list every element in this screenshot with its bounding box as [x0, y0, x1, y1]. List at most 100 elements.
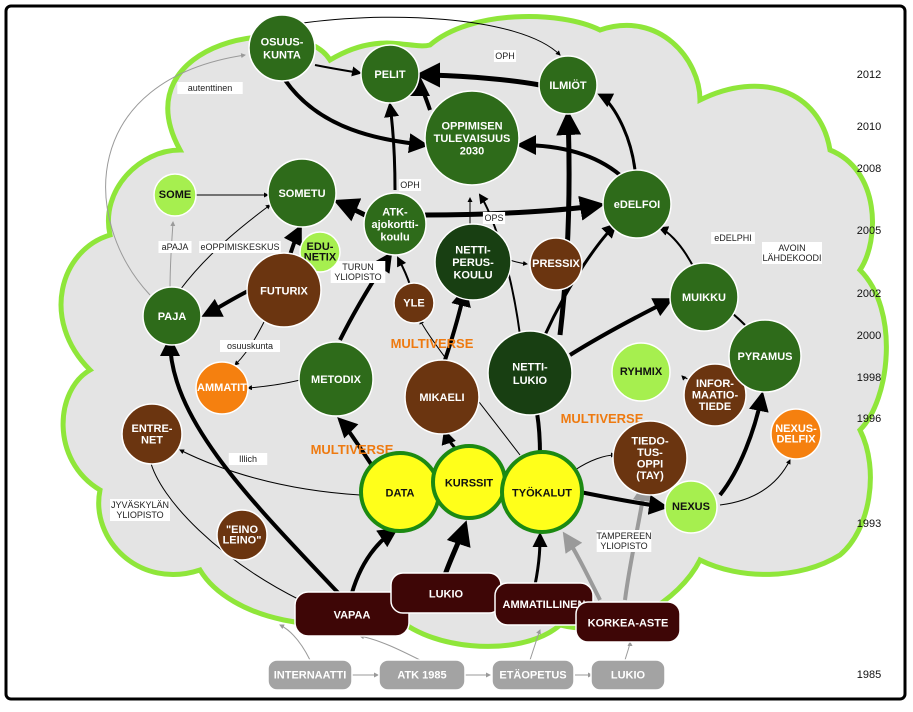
muikku-circle [669, 262, 739, 332]
node-lukio[interactable]: LUKIO [390, 572, 502, 614]
node-ryhmix[interactable]: RYHMIX [611, 342, 671, 402]
node-ammatit[interactable]: AMMATIT [195, 361, 249, 415]
node-lukio1985[interactable]: LUKIO [590, 659, 666, 691]
node-edelfoi[interactable]: eDELFOI [602, 169, 672, 239]
year-1998: 1998 [857, 372, 881, 384]
lukio1985-label: LUKIO [611, 670, 646, 682]
nexusdelfix-circle [770, 408, 822, 460]
internaatti-label: INTERNAATTI [274, 670, 347, 682]
edelfoi-circle [602, 169, 672, 239]
edge-futurix-sometu [283, 224, 302, 256]
yle-circle [393, 282, 435, 324]
node-atk1985[interactable]: ATK 1985 [378, 659, 466, 691]
node-informaatio[interactable]: INFOR-MAATIO-TIEDE [683, 363, 747, 427]
node-vapaa[interactable]: VAPAA [294, 591, 410, 637]
node-nexusdelfix[interactable]: NEXUS-DELFIX [770, 408, 822, 460]
node-pyramus[interactable]: PYRAMUS [728, 319, 802, 393]
einoleino-circle [216, 509, 268, 561]
yle-label: YLE [403, 298, 424, 310]
year-1993: 1993 [857, 518, 881, 530]
node-yle[interactable]: YLE [393, 282, 435, 324]
edge-etaopetus-ammatillinen [529, 629, 541, 661]
tiedotus-label: TIEDO-TUS-OPPI(TAY) [631, 435, 669, 482]
svg-text:eDELPHI: eDELPHI [714, 233, 752, 243]
edge-tyokalut-tiedotus [574, 452, 616, 471]
node-some[interactable]: SOME [153, 173, 197, 217]
node-pelit[interactable]: PELIT [360, 44, 420, 104]
pyramus-label: PYRAMUS [737, 351, 792, 363]
edge-label-autenttinen: autenttinen [177, 82, 243, 94]
year-1985: 1985 [857, 669, 881, 681]
multiverse-label-2: MULTIVERSE [561, 411, 644, 426]
edge-yle-atk [397, 256, 411, 286]
node-pressix[interactable]: PRESSIX [529, 237, 583, 291]
vapaa-pill [294, 591, 410, 637]
edge-edelfoi-ilmiot [597, 93, 637, 171]
node-tyokalut[interactable]: TYÖKALUT [500, 450, 584, 534]
internaatti-pill [267, 659, 353, 691]
node-tiedotus[interactable]: TIEDO-TUS-OPPI(TAY) [612, 420, 688, 496]
nettiperus-label: NETTI-PERUS-KOULU [452, 244, 494, 281]
mikaeli-label: MIKAELI [419, 392, 464, 404]
edge-osuuskunta-oppimisen [283, 78, 429, 154]
ryhmix-label: RYHMIX [620, 366, 663, 378]
node-ilmiot[interactable]: ILMIÖT [538, 55, 598, 115]
edge-osuuskunta-pelit [314, 64, 362, 77]
edge-paja-osuuskunta [105, 53, 246, 296]
edge-label-illich: Illich [228, 453, 268, 465]
year-2005: 2005 [857, 225, 881, 237]
node-kurssit[interactable]: KURSSIT [431, 444, 507, 520]
node-nettilukio[interactable]: NETTI-LUKIO [487, 330, 573, 416]
year-2012: 2012 [857, 69, 881, 81]
node-muikku[interactable]: MUIKKU [669, 262, 739, 332]
node-metodix[interactable]: METODIX [298, 341, 374, 417]
edge-label-ops: OPS [482, 212, 506, 224]
edge-label-osuuskunta: osuuskunta [220, 340, 280, 352]
node-internaatti[interactable]: INTERNAATTI [267, 659, 353, 691]
node-osuuskunta[interactable]: OSUUS-KUNTA [248, 14, 316, 82]
osuuskunta-circle [248, 14, 316, 82]
nettiperus-circle [434, 223, 512, 301]
edge-muikku-edelfoi [658, 226, 696, 271]
node-sometu[interactable]: SOMETU [267, 158, 337, 228]
edge-lukio-kurssit [442, 520, 471, 576]
edge-metodix-atk [338, 251, 393, 341]
edge-lukio1985-korkea [624, 641, 633, 661]
node-korkeaaste[interactable]: KORKEA-ASTE [575, 601, 681, 643]
node-entrenet[interactable]: ENTRE-NET [121, 403, 183, 465]
some-label: SOME [159, 189, 191, 201]
node-edunetix[interactable]: EDU-NETIX [299, 231, 341, 273]
node-mikaeli[interactable]: MIKAELI [404, 359, 480, 435]
node-atk[interactable]: ATK-ajokortti-koulu [363, 192, 427, 256]
edge-futurix-paja [201, 288, 251, 317]
ilmiot-circle [538, 55, 598, 115]
data-label: DATA [386, 487, 415, 499]
node-futurix[interactable]: FUTURIX [246, 252, 322, 328]
edge-nettilukio-muikku [568, 298, 674, 357]
nettilukio-circle [487, 330, 573, 416]
some-circle [153, 173, 197, 217]
edge-nettilukio-edelfoi [543, 222, 618, 336]
node-nettiperus[interactable]: NETTI-PERUS-KOULU [434, 223, 512, 301]
node-etaopetus[interactable]: ETÄOPETUS [491, 659, 575, 691]
atk-circle [363, 192, 427, 256]
node-nexus[interactable]: NEXUS [664, 480, 718, 534]
edge-osuuskunta-ilmiot [289, 16, 561, 56]
ryhmix-circle [611, 342, 671, 402]
korkeaaste-pill [575, 601, 681, 643]
svg-text:eOPPIMISKESKUS: eOPPIMISKESKUS [200, 242, 279, 252]
svg-text:autenttinen: autenttinen [188, 83, 233, 93]
paja-label: PAJA [158, 311, 187, 323]
node-paja[interactable]: PAJA [142, 286, 202, 346]
node-data[interactable]: DATA [359, 451, 441, 533]
nexusdelfix-label: NEXUS-DELFIX [775, 423, 817, 445]
edge-atk-sometu [333, 198, 367, 222]
